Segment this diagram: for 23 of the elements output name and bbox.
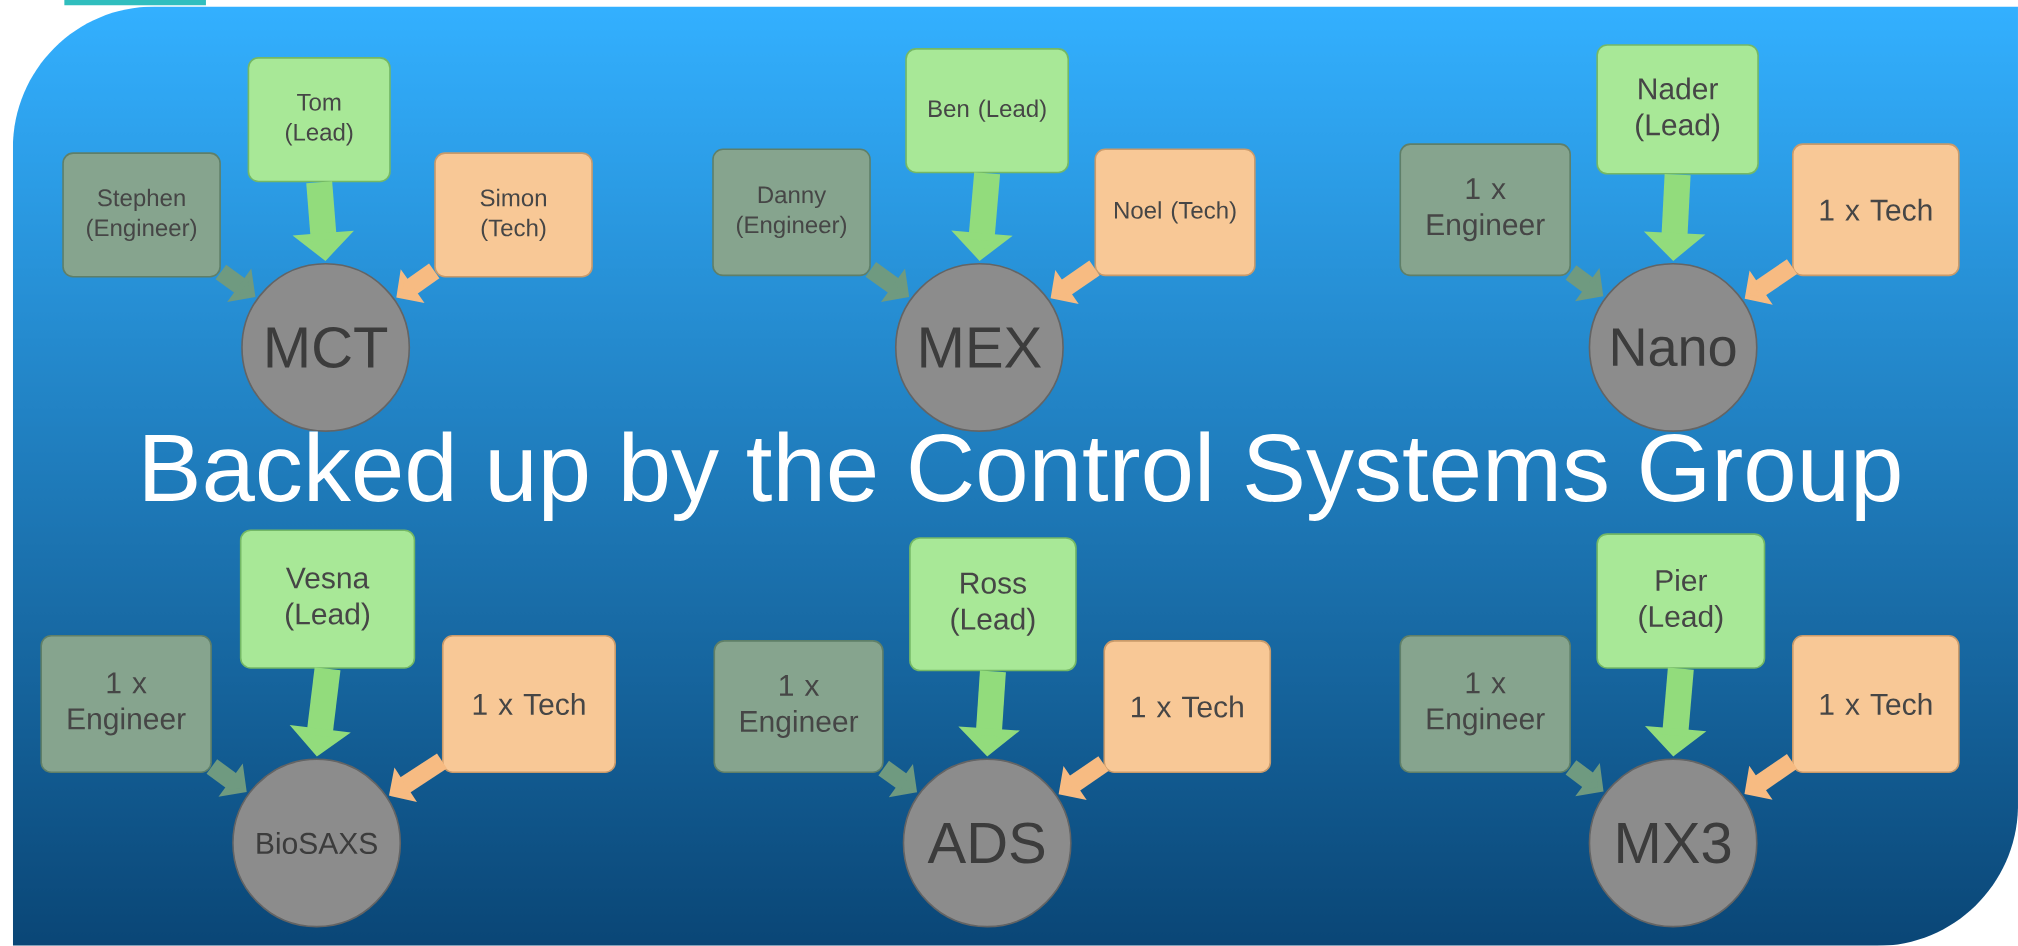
title: Backed up by the Control Systems Group [145, 431, 1900, 521]
tech-box: 1 x Tech [1792, 143, 1960, 277]
arrow [396, 263, 440, 303]
lead-box: Pier (Lead) [1596, 533, 1766, 669]
lead-box: Ben (Lead) [905, 48, 1069, 174]
arrow [1744, 754, 1798, 800]
tech-box: Simon (Tech) [434, 152, 593, 278]
engineer-box: 1 x Engineer [1399, 634, 1571, 773]
engineer-box: 1 x Engineer [1399, 143, 1571, 277]
lead-box: Nader (Lead) [1596, 44, 1759, 175]
lead-box: Tom (Lead) [247, 57, 391, 183]
engineer-box: Stephen (Engineer) [62, 152, 221, 278]
arrow [1050, 260, 1100, 304]
lead-box: Ross (Lead) [909, 537, 1077, 672]
engineer-box: Danny (Engineer) [712, 148, 871, 277]
engineer-box: 1 x Engineer [40, 634, 212, 773]
lead-box: Vesna (Lead) [239, 529, 416, 669]
tech-box: 1 x Tech [441, 634, 616, 773]
tech-box: Noel (Tech) [1094, 148, 1256, 277]
engineer-box: 1 x Engineer [713, 640, 884, 773]
tech-box: 1 x Tech [1792, 634, 1960, 773]
tech-box: 1 x Tech [1103, 640, 1272, 773]
arrow [389, 753, 447, 802]
